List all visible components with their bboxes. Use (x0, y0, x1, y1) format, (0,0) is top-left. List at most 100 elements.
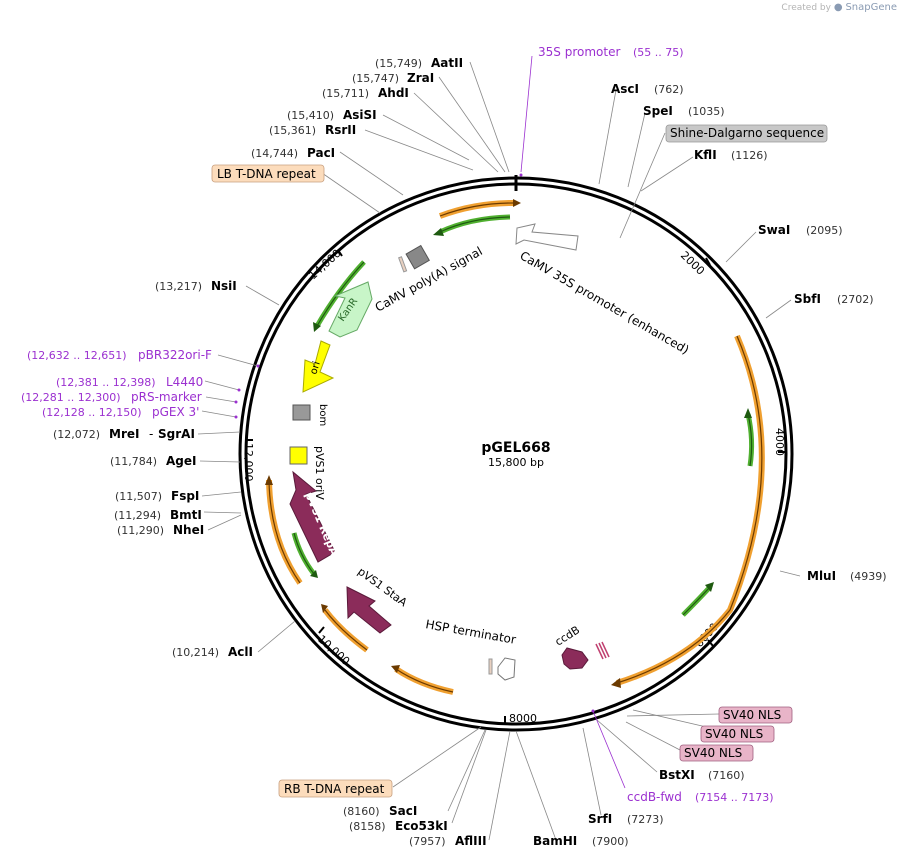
enzyme-name-nsii[interactable]: NsiI (211, 279, 237, 293)
ccdb-arrow[interactable] (561, 647, 589, 670)
enzyme-pos-ahdi: (15,711) (322, 87, 369, 100)
sd-label-box[interactable]: Shine-Dalgarno sequence (665, 124, 828, 143)
tick-label-14000: 14,000 (306, 247, 343, 282)
arrow-icon (391, 665, 400, 673)
kanr-arrow[interactable] (328, 281, 373, 338)
enzyme-pos-sbfi: (2702) (837, 293, 874, 306)
plasmid-name: pGEL668 (481, 440, 550, 456)
primer-name-pbr322[interactable]: pBR322ori-F (138, 348, 212, 362)
feature-label-ori: ori (308, 360, 322, 376)
enzyme-name-aatii[interactable]: AatII (431, 56, 463, 70)
arrow-icon (705, 582, 714, 592)
nls-label-box-1[interactable]: SV40 NLS (718, 706, 793, 724)
primer-name-prs[interactable]: pRS-marker (131, 390, 202, 404)
primer-pos-35s: (55 .. 75) (633, 46, 684, 59)
enzyme-name-asisi[interactable]: AsiSI (343, 108, 377, 122)
enzyme-name-nhei[interactable]: NheI (173, 523, 204, 537)
nls-label-box-3[interactable]: SV40 NLS (679, 744, 754, 762)
primer-pos-prs: (12,281 .. 12,300) (21, 391, 121, 404)
enzyme-name-asci[interactable]: AscI (611, 82, 639, 96)
sd-label: Shine-Dalgarno sequence (670, 126, 824, 140)
orange-arc-bottom[interactable] (394, 666, 454, 695)
lb-repeat-mark[interactable] (398, 256, 408, 273)
primer-marker-prs (234, 400, 238, 404)
lb-label-box[interactable]: LB T-DNA repeat (211, 164, 325, 183)
bom-box[interactable] (292, 404, 311, 421)
arrow-icon (265, 475, 273, 485)
primer-marker-l4440 (237, 388, 241, 392)
snapgene-logo-icon: ● (833, 2, 843, 13)
arrow-icon (611, 678, 621, 688)
primer-pos-pgex: (12,128 .. 12,150) (42, 406, 142, 419)
pvs1-repa-arrow[interactable] (289, 470, 336, 563)
enzyme-name-sgrai[interactable]: SgrAI (158, 427, 195, 441)
tick-label-12000: 12,000 (242, 443, 255, 482)
arrow-icon (321, 604, 328, 613)
primer-marker-pgex (234, 415, 238, 419)
primer-name-ccdb[interactable]: ccdB-fwd (627, 790, 682, 804)
primer-name-35s[interactable]: 35S promoter (538, 45, 620, 59)
enzyme-name-swai[interactable]: SwaI (758, 223, 790, 237)
enzyme-name-afliii[interactable]: AflIII (455, 834, 487, 848)
enzyme-name-ahdi[interactable]: AhdI (378, 86, 409, 100)
feature-label-camv-35s: CaMV 35S promoter (enhanced) (518, 248, 692, 357)
enzyme-name-paci[interactable]: PacI (307, 146, 335, 160)
enzyme-pos-mlui: (4939) (850, 570, 887, 583)
enzyme-name-spei[interactable]: SpeI (643, 104, 673, 118)
enzyme-name-bmti[interactable]: BmtI (170, 508, 202, 522)
rb-label-box[interactable]: RB T-DNA repeat (278, 779, 393, 798)
enzyme-name-kfli[interactable]: KflI (694, 148, 717, 162)
primer-pos-pbr322: (12,632 .. 12,651) (27, 349, 127, 362)
arrow-icon (744, 408, 752, 418)
green-arc-top[interactable] (438, 214, 511, 235)
nls-label-box-2[interactable]: SV40 NLS (700, 725, 775, 743)
primer-pos-l4440: (12,381 .. 12,398) (56, 376, 156, 389)
lb-label: LB T-DNA repeat (217, 167, 316, 181)
enzyme-name-fspi[interactable]: FspI (171, 489, 199, 503)
tick-14000: 14,000 (306, 247, 343, 282)
enzyme-name-mrei[interactable]: MreI (109, 427, 139, 441)
enzyme-name-acli[interactable]: AclI (228, 645, 253, 659)
orange-arc-top[interactable] (438, 200, 514, 219)
ori-arrow[interactable] (302, 340, 335, 393)
nls-label-3: SV40 NLS (684, 746, 742, 760)
arrow-icon (513, 199, 521, 207)
enzyme-pos-nsii: (13,217) (155, 280, 202, 293)
enzyme-pos-srfi: (7273) (627, 813, 664, 826)
primer-marker-35s (519, 173, 523, 177)
enzyme-name-zrai[interactable]: ZraI (407, 71, 434, 85)
pvs1-staa-arrow[interactable] (346, 586, 392, 634)
enzyme-pos-saci: (8160) (343, 805, 380, 818)
enzyme-name-saci[interactable]: SacI (389, 804, 417, 818)
orange-arc-right[interactable] (616, 334, 765, 686)
rb-repeat-mark[interactable] (488, 658, 493, 675)
enzyme-name-agei[interactable]: AgeI (166, 454, 196, 468)
enzyme-pos-spei: (1035) (688, 105, 725, 118)
enzyme-separator: - (149, 427, 153, 441)
enzyme-pos-mrei: (12,072) (53, 428, 100, 441)
hsp-terminator-arrow[interactable] (497, 657, 516, 681)
primer-name-l4440[interactable]: L4440 (166, 375, 203, 389)
camv-35s-promoter-arrow[interactable] (515, 223, 579, 251)
feature-label-ccdb: ccdB (553, 623, 582, 648)
pvs1-oriv-box[interactable] (289, 446, 308, 465)
enzyme-pos-asisi: (15,410) (287, 109, 334, 122)
feature-label-hsp-terminator: HSP terminator (424, 617, 517, 647)
primer-markers (234, 173, 595, 713)
tick-8000: 8000 (504, 712, 537, 725)
enzyme-name-rsrii[interactable]: RsrII (325, 123, 356, 137)
enzyme-name-bamhi[interactable]: BamHI (533, 834, 577, 848)
plasmid-size: 15,800 bp (488, 456, 544, 469)
enzyme-name-eco53ki[interactable]: Eco53kI (395, 819, 448, 833)
enzyme-name-mlui[interactable]: MluI (807, 569, 836, 583)
feature-label-camv-polya: CaMV poly(A) signal (373, 244, 485, 315)
enzyme-name-sbfi[interactable]: SbfI (794, 292, 821, 306)
enzyme-pos-nhei: (11,290) (117, 524, 164, 537)
arrow-icon (310, 570, 318, 578)
enzyme-name-bstxi[interactable]: BstXI (659, 768, 695, 782)
nls-marks (595, 641, 610, 660)
enzyme-name-srfi[interactable]: SrfI (588, 812, 612, 826)
feature-arcs (265, 199, 765, 695)
primer-name-pgex[interactable]: pGEX 3' (152, 405, 199, 419)
camv-polya-box[interactable] (405, 244, 430, 270)
